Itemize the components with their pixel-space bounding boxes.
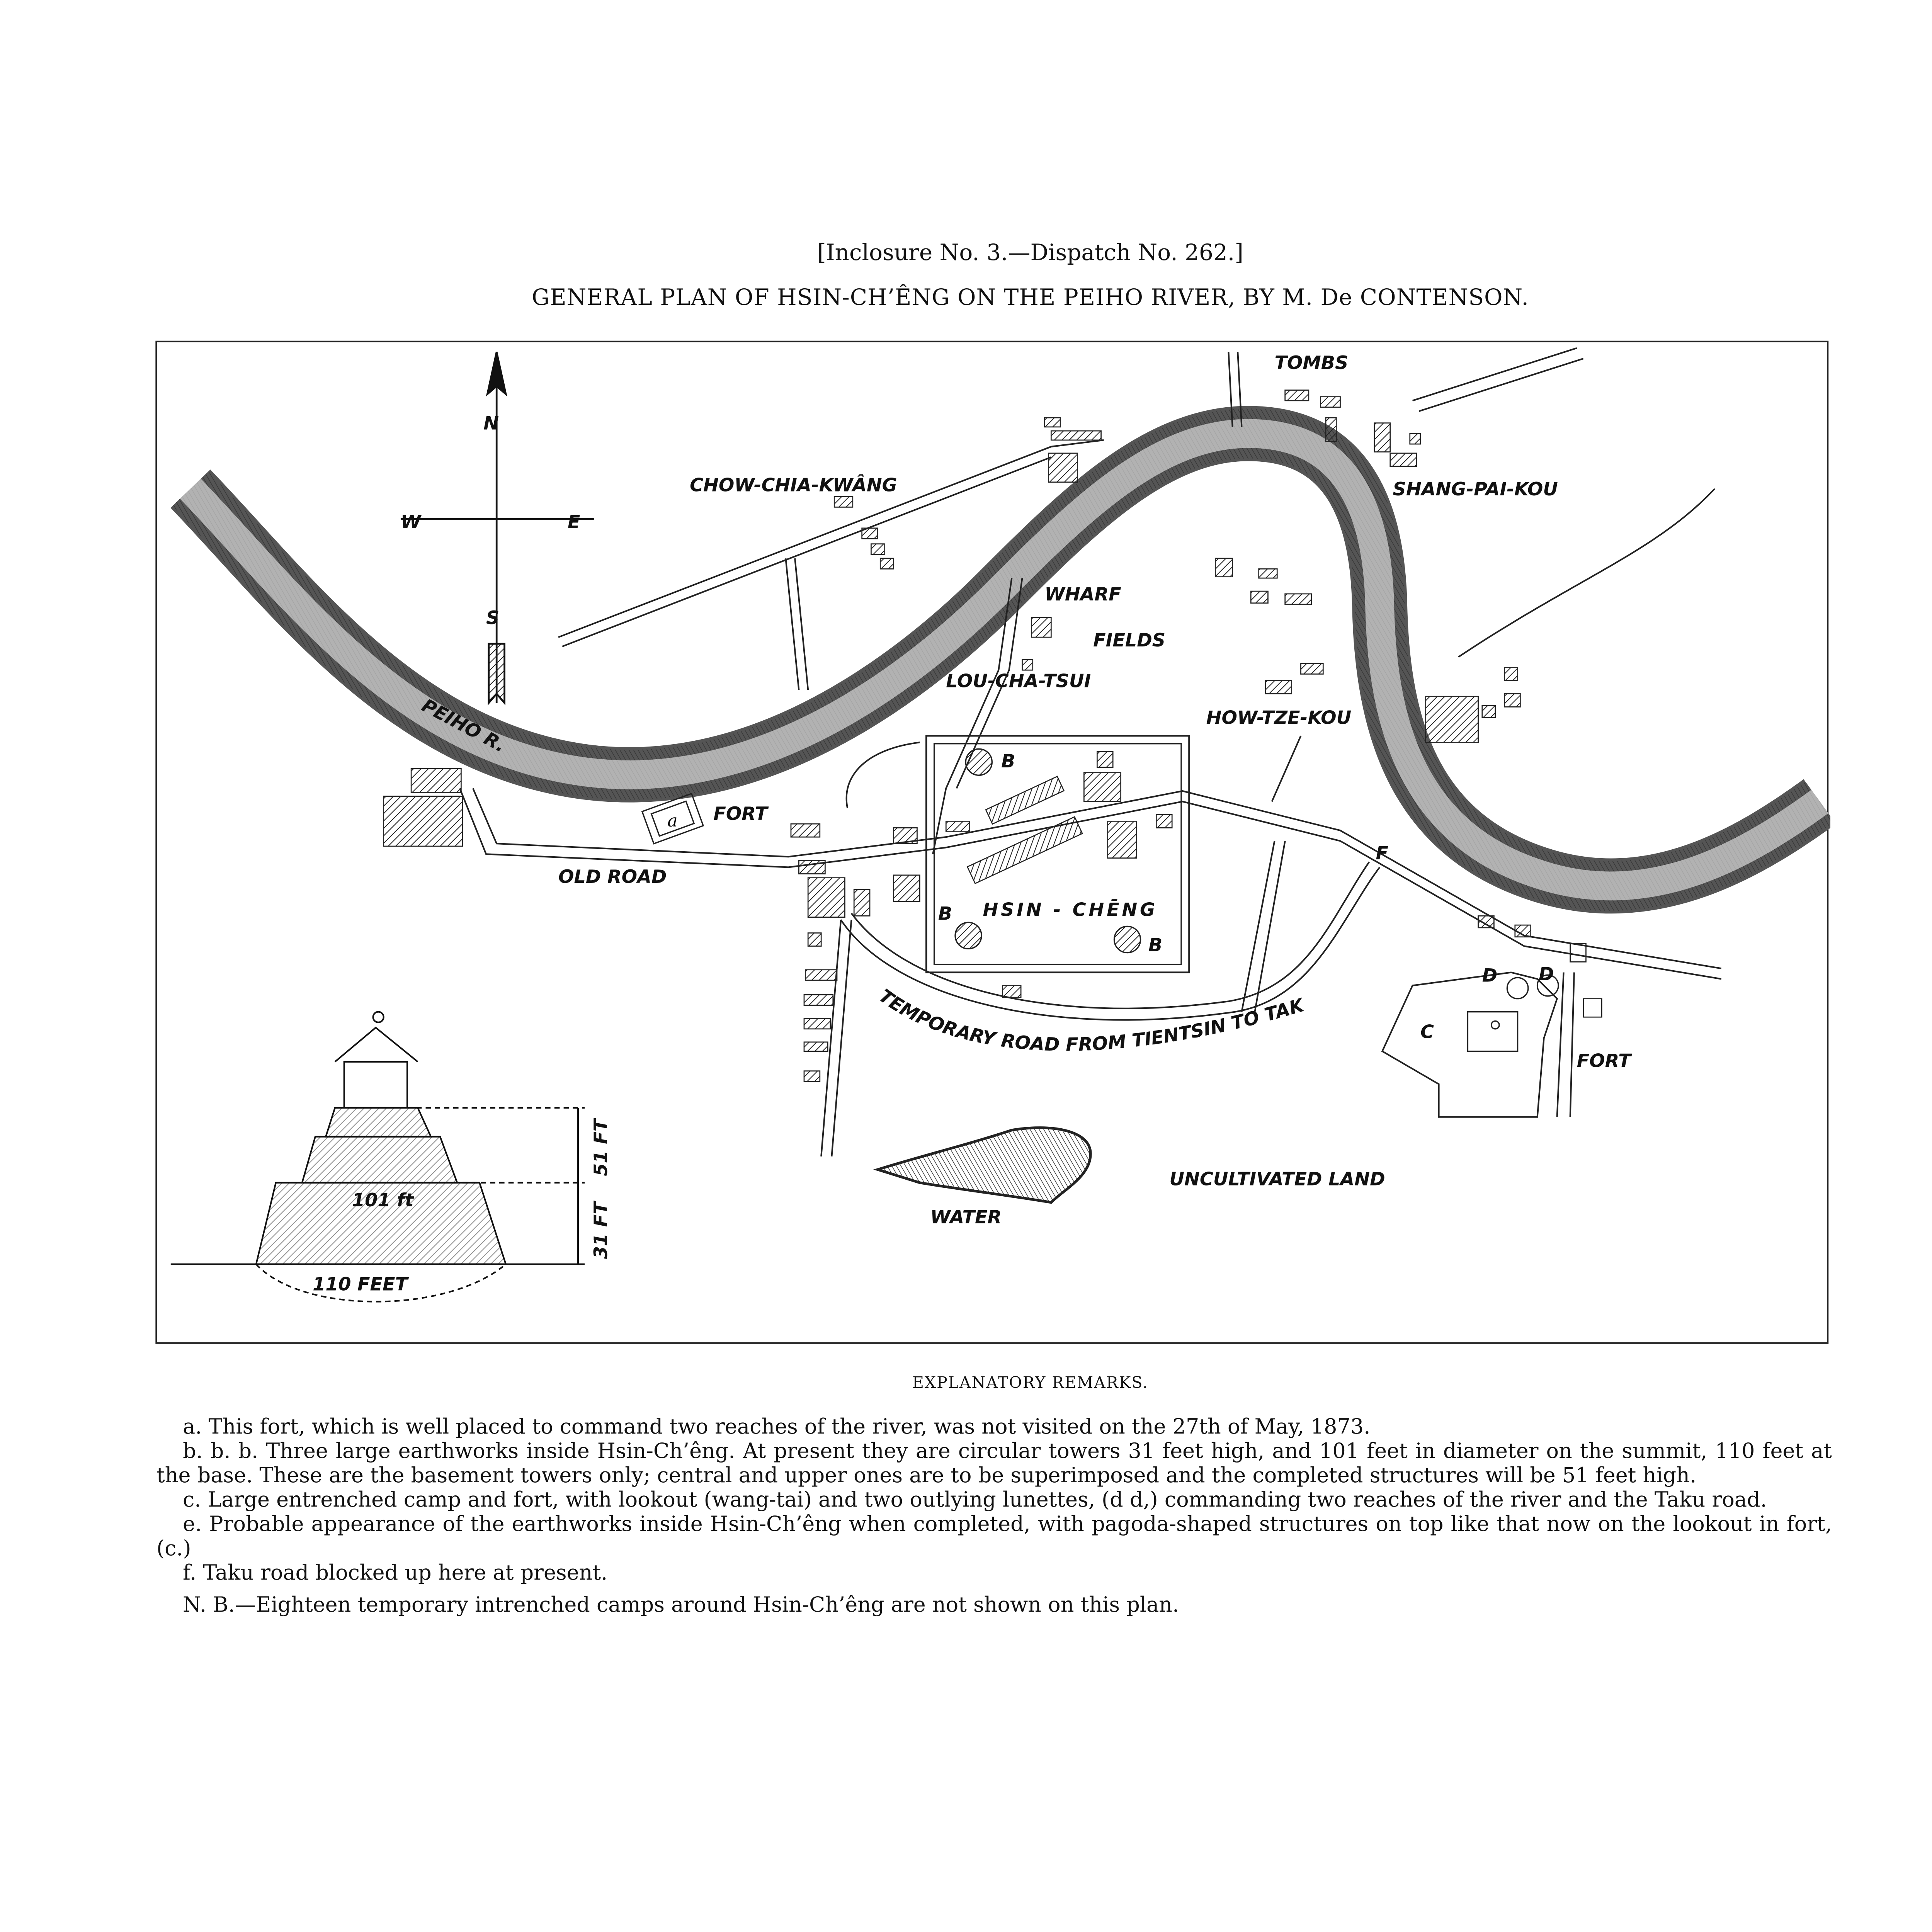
compass-e: E: [568, 512, 580, 533]
label-old-road: OLD ROAD: [558, 866, 667, 888]
fort-a-letter: a: [667, 811, 677, 831]
label-b-1: B: [1001, 751, 1015, 772]
inset-upper-height: 51 FT: [590, 1117, 612, 1176]
label-lou-cha-tsui: LOU-CHA-TSUI: [946, 670, 1091, 692]
earthwork-elevation-inset: [170, 1011, 585, 1303]
hsin-cheng-walls: [925, 735, 1190, 973]
map-border: [155, 340, 1829, 1344]
label-shang-pai-kou: SHANG-PAI-KOU: [1393, 479, 1558, 500]
label-d-2: D: [1539, 964, 1554, 985]
label-wharf: WHARF: [1044, 584, 1121, 605]
label-d-1: D: [1482, 965, 1498, 986]
compass-n: N: [483, 413, 499, 434]
label-hsin-cheng: HSIN - CHĒNG: [983, 899, 1157, 920]
label-chow-chia-kwang: CHOW-CHIA-KWÂNG: [690, 474, 897, 496]
inclosure-caption: [Inclosure No. 3.—Dispatch No. 262.]: [817, 239, 1243, 265]
label-fields: FIELDS: [1093, 630, 1165, 651]
remarks-title: EXPLANATORY REMARKS.: [912, 1373, 1148, 1392]
map-plan: a N S E W TOMBS CHOW-CHIA-KWÂNG SHANG-PA…: [155, 339, 1830, 1344]
explanatory-remarks: a. This fort, which is well placed to co…: [156, 1414, 1832, 1617]
compass-rose: [400, 352, 594, 706]
label-b-2: B: [938, 903, 952, 924]
label-water: WATER: [930, 1207, 1002, 1228]
document-page: [Inclosure No. 3.—Dispatch No. 262.] GEN…: [155, 239, 1832, 1617]
earthworks: [954, 748, 1141, 954]
remark-b: b. b. b. Three large earthworks inside H…: [156, 1439, 1832, 1487]
buildings: [383, 389, 1602, 1082]
water-pond: [873, 1126, 1092, 1204]
remark-nb: N. B.—Eighteen temporary intrenched camp…: [183, 1592, 1179, 1617]
remark-e: e. Probable appearance of the earthworks…: [156, 1512, 1832, 1560]
label-tombs: TOMBS: [1274, 352, 1348, 374]
inset-base-label: 110 FEET: [313, 1274, 409, 1295]
compass-s: S: [486, 607, 499, 629]
label-c: C: [1420, 1022, 1434, 1043]
fort-c: [1381, 971, 1558, 1118]
label-how-tze-kou: HOW-TZE-KOU: [1206, 707, 1352, 729]
roads: [459, 347, 1722, 1156]
remark-a: a. This fort, which is well placed to co…: [183, 1414, 1371, 1439]
label-uncultivated-land: UNCULTIVATED LAND: [1169, 1169, 1385, 1190]
label-b-3: B: [1148, 935, 1162, 956]
remark-c: c. Large entrenched camp and fort, with …: [183, 1487, 1767, 1512]
fort-a: a: [641, 793, 704, 845]
compass-w: W: [401, 512, 422, 533]
label-fort-a: FORT: [713, 803, 769, 825]
label-f: F: [1376, 843, 1388, 864]
label-fort-c: FORT: [1577, 1050, 1633, 1071]
inset-summit-label: 101 ft: [352, 1190, 415, 1211]
plan-title: GENERAL PLAN OF HSIN-CH’ÊNG ON THE PEIHO…: [532, 284, 1529, 310]
remark-f: f. Taku road blocked up here at present.: [183, 1560, 608, 1585]
inset-lower-height: 31 FT: [590, 1201, 612, 1259]
